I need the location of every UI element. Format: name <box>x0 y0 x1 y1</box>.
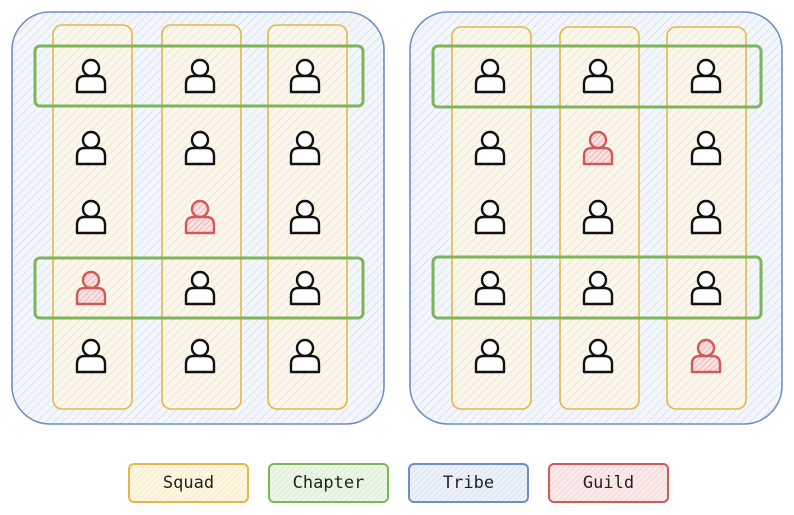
person-icon <box>474 58 506 94</box>
legend-chapter: Chapter <box>268 463 389 503</box>
person-icon <box>474 270 506 306</box>
person-icon <box>582 270 614 306</box>
person-icon <box>690 130 722 166</box>
person-icon <box>75 130 107 166</box>
person-icon <box>289 130 321 166</box>
chapter-row <box>431 255 763 320</box>
person-icon <box>690 270 722 306</box>
person-icon <box>474 199 506 235</box>
person-icon <box>289 338 321 374</box>
person-icon <box>474 338 506 374</box>
person-icon <box>75 199 107 235</box>
person-icon <box>75 338 107 374</box>
person-icon <box>184 270 216 306</box>
legend-tribe-label: Tribe <box>442 473 495 493</box>
guild-person-icon <box>184 199 216 235</box>
legend-guild: Guild <box>548 463 669 503</box>
guild-person-icon <box>690 338 722 374</box>
legend-chapter-label: Chapter <box>292 473 365 493</box>
chapter-row <box>33 256 365 320</box>
guild-person-icon <box>582 130 614 166</box>
tribe-2 <box>409 11 783 425</box>
legend-tribe: Tribe <box>408 463 529 503</box>
person-icon <box>289 270 321 306</box>
person-icon <box>474 130 506 166</box>
person-icon <box>289 199 321 235</box>
person-icon <box>75 58 107 94</box>
person-icon <box>184 130 216 166</box>
person-icon <box>582 199 614 235</box>
person-icon <box>690 199 722 235</box>
chapter-row <box>33 44 365 108</box>
guild-person-icon <box>75 270 107 306</box>
person-icon <box>582 338 614 374</box>
legend-squad: Squad <box>128 463 249 503</box>
person-icon <box>184 58 216 94</box>
person-icon <box>289 58 321 94</box>
tribe-1 <box>11 11 385 425</box>
person-icon <box>582 58 614 94</box>
chapter-row <box>431 44 763 109</box>
person-icon <box>184 338 216 374</box>
legend-guild-label: Guild <box>582 473 635 493</box>
legend-squad-label: Squad <box>162 473 215 493</box>
person-icon <box>690 58 722 94</box>
